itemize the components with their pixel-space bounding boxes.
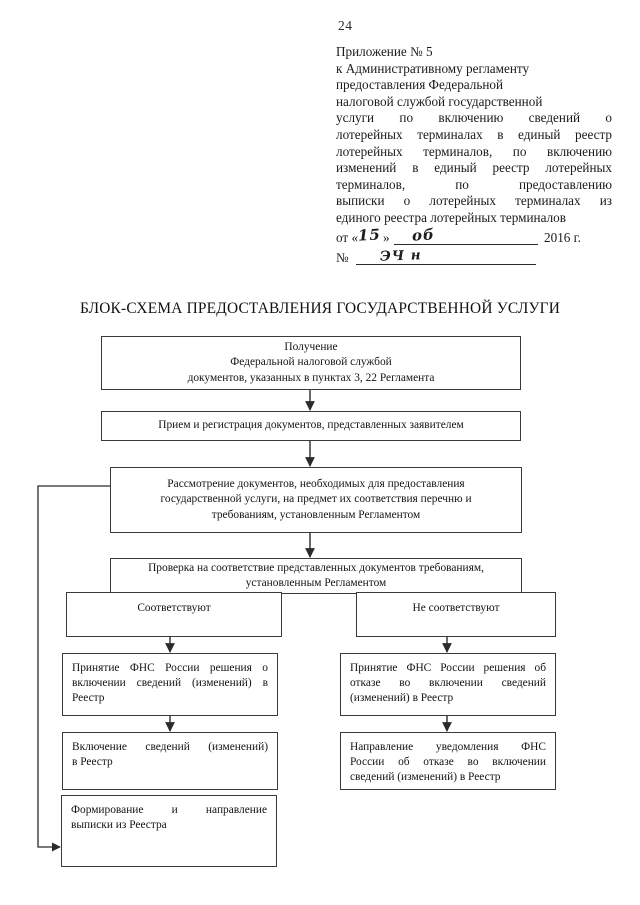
date-year: 2016 г. bbox=[544, 229, 581, 245]
flow-node-notification-refuse-line-1: Направление уведомления ФНС bbox=[350, 741, 546, 753]
header-line-extract: выписки о лотерейных терминалах из bbox=[336, 193, 612, 209]
flow-node-notification-refuse-line-3: сведений (изменений) в Реестр bbox=[350, 771, 501, 784]
flow-node-review-line-3: требованиям, установленным Регламентом bbox=[211, 508, 421, 521]
date-month-rule bbox=[394, 243, 538, 245]
flow-node-extract-line-1: Формирование и направление bbox=[71, 804, 267, 816]
flow-node-conform-label: Соответствуют bbox=[137, 602, 211, 614]
flow-node-receipt-line-3: документов, указанных в пунктах 3, 22 Ре… bbox=[187, 371, 435, 384]
header-line-provision: предоставления Федеральной bbox=[336, 77, 504, 93]
flow-node-review: Рассмотрение документов, необходимых для… bbox=[110, 467, 522, 533]
header-line-changes-registry: изменений в единый реестр лотерейных bbox=[336, 160, 612, 176]
flow-node-conform: Соответствуют bbox=[66, 592, 282, 637]
flow-node-inclusion: Включение сведений (изменений) в Реестр bbox=[62, 732, 278, 790]
date-prefix: от « bbox=[336, 229, 359, 245]
document-number-row: № ЭЧ н bbox=[336, 247, 612, 267]
flow-node-decision-include-line-3: Реестр bbox=[72, 692, 105, 705]
flow-node-check-line-1: Проверка на соответствие представленных … bbox=[148, 561, 484, 574]
flow-node-extract: Формирование и направление выписки из Ре… bbox=[61, 795, 277, 867]
page-number: 24 bbox=[338, 18, 353, 33]
flow-node-decision-refuse-line-3: (изменений) в Реестр bbox=[350, 692, 454, 705]
number-prefix: № bbox=[336, 249, 349, 265]
header-line-terminals-provision: терминалов, по предоставлению bbox=[336, 176, 612, 192]
flow-node-receipt-line-2: Федеральной налоговой службой bbox=[230, 356, 392, 369]
flow-node-receipt: Получение Федеральной налоговой службой … bbox=[101, 336, 521, 390]
flow-node-registration: Прием и регистрация документов, представ… bbox=[101, 411, 521, 441]
flow-node-decision-include-line-1: Принятие ФНС России решения о bbox=[72, 662, 268, 674]
header-line-terminals-registry: лотерейных терминалах в единый реестр bbox=[336, 126, 612, 142]
flow-node-decision-refuse-line-2: отказе во включении сведений bbox=[350, 677, 546, 690]
flow-node-not-conform: Не соответствуют bbox=[356, 592, 556, 637]
flow-node-registration-line-1: Прием и регистрация документов, представ… bbox=[158, 419, 464, 432]
flow-node-not-conform-label: Не соответствуют bbox=[412, 602, 500, 614]
flow-node-decision-include: Принятие ФНС России решения о включении … bbox=[62, 653, 278, 716]
flow-node-decision-refuse: Принятие ФНС России решения об отказе во… bbox=[340, 653, 556, 716]
header-line-terminals-changes: лотерейных терминалов, по включению bbox=[336, 143, 612, 159]
date-quote-close: » bbox=[383, 229, 390, 245]
header-line-regulation: к Административному регламенту bbox=[336, 60, 530, 76]
appendix-header-block: Приложение № 5 к Административному регла… bbox=[336, 44, 612, 267]
flow-node-check: Проверка на соответствие представленных … bbox=[110, 558, 522, 594]
flow-node-check-line-2: установленным Регламентом bbox=[245, 577, 387, 589]
flow-node-inclusion-line-1: Включение сведений (изменений) bbox=[72, 741, 268, 753]
flow-node-decision-include-line-2: включении сведений (изменений) в bbox=[72, 677, 268, 690]
page-title: БЛОК-СХЕМА ПРЕДОСТАВЛЕНИЯ ГОСУДАРСТВЕННО… bbox=[79, 300, 561, 317]
number-rule bbox=[356, 263, 536, 265]
header-line-single-registry: единого реестра лотерейных терминалов bbox=[336, 209, 566, 225]
document-date-row: от « 15 » об 2016 г. bbox=[336, 225, 612, 247]
header-line-service-info: услуги по включению сведений о bbox=[336, 110, 612, 126]
flow-node-review-line-1: Рассмотрение документов, необходимых для… bbox=[167, 478, 465, 491]
header-line-appendix: Приложение № 5 bbox=[336, 44, 433, 59]
flow-node-receipt-line-1: Получение bbox=[284, 341, 338, 354]
flow-node-notification-refuse-line-2: России об отказе во включении bbox=[350, 756, 546, 769]
header-line-tax-service: налоговой службой государственной bbox=[336, 93, 543, 109]
flow-node-decision-refuse-line-1: Принятие ФНС России решения об bbox=[350, 662, 546, 674]
flow-node-extract-line-2: выписки из Реестра bbox=[71, 819, 167, 832]
flow-node-review-line-2: государственной услуги, на предмет их со… bbox=[160, 493, 472, 506]
flow-node-inclusion-line-2: в Реестр bbox=[72, 756, 113, 769]
flow-node-notification-refuse: Направление уведомления ФНС России об от… bbox=[340, 732, 556, 790]
